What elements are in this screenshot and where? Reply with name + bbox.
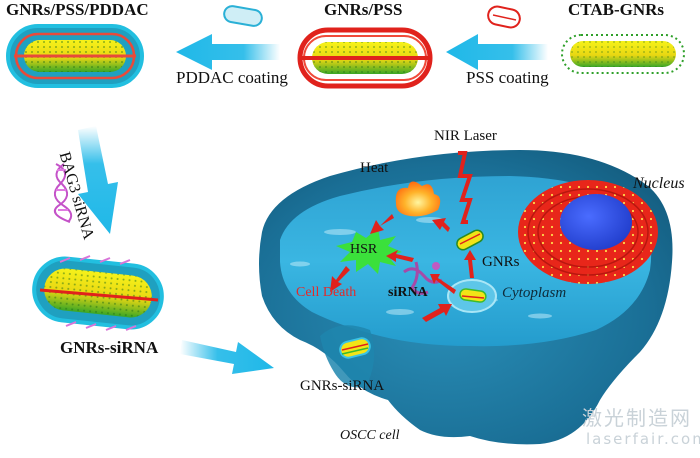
label-gnrs: GNRs [482, 254, 520, 270]
pddac-coating-arrow [176, 34, 280, 70]
nucleus [560, 194, 632, 250]
ctab-gnr-particle [561, 34, 685, 74]
gnrs-pss-particle [297, 27, 433, 89]
label-gnrs-sirna: GNRs-siRNA [60, 338, 159, 357]
pss-ring-icon [487, 5, 521, 29]
gnrs-sirna-entry-arrow [180, 340, 274, 374]
label-nir-laser: NIR Laser [434, 128, 497, 144]
gnrs-pss-pddac-particle [6, 24, 144, 88]
hsr-starburst [336, 228, 402, 274]
arrow-entry-to-endosome [422, 304, 452, 322]
bag3-sirna-arrow [78, 126, 118, 234]
pss-coating-arrow [446, 34, 548, 70]
label-cell-death: Cell Death [296, 285, 357, 300]
label-pss-coating: PSS coating [466, 68, 549, 87]
heat-fire-icon [395, 181, 441, 217]
endosome [447, 279, 497, 313]
label-heat: Heat [360, 160, 389, 176]
arrow-endosome-to-sirna [430, 274, 456, 294]
gnr-rod-cytoplasm [456, 229, 484, 251]
process-arrows [330, 214, 476, 322]
arrow-hsr-to-death [330, 266, 350, 292]
label-gnrs-sirna-entry: GNRs-siRNA [300, 378, 385, 394]
sirna-helix-icon [53, 163, 73, 223]
watermark-cn: 激光制造网 [582, 406, 692, 430]
label-hsr: HSR [350, 242, 378, 257]
label-gnrs-pss: GNRs/PSS [324, 0, 403, 19]
label-oscc-cell: OSCC cell [340, 428, 400, 443]
label-nucleus: Nucleus [633, 175, 685, 192]
label-gnrs-pss-pddac: GNRs/PSS/PDDAC [6, 0, 149, 19]
label-pddac-coating: PDDAC coating [176, 68, 288, 87]
arrow-endosome-to-gnr [464, 250, 476, 278]
arrow-heat-to-hsr [370, 214, 394, 234]
gnrs-sirna-particle [32, 255, 164, 331]
arrow-gnr-to-heat [432, 218, 450, 232]
label-cytoplasm: Cytoplasm [502, 285, 567, 301]
gnrs-sirna-membrane [339, 337, 371, 359]
arrow-sirna-to-hsr [386, 250, 414, 262]
label-sirna: siRNA [388, 285, 428, 300]
watermark-en: laserfair.com [586, 430, 700, 448]
label-ctab-gnrs: CTAB-GNRs [568, 0, 665, 19]
nir-laser-bolt [457, 151, 473, 224]
pddac-capsule-icon [223, 5, 263, 27]
sirna-cluster [403, 261, 443, 295]
